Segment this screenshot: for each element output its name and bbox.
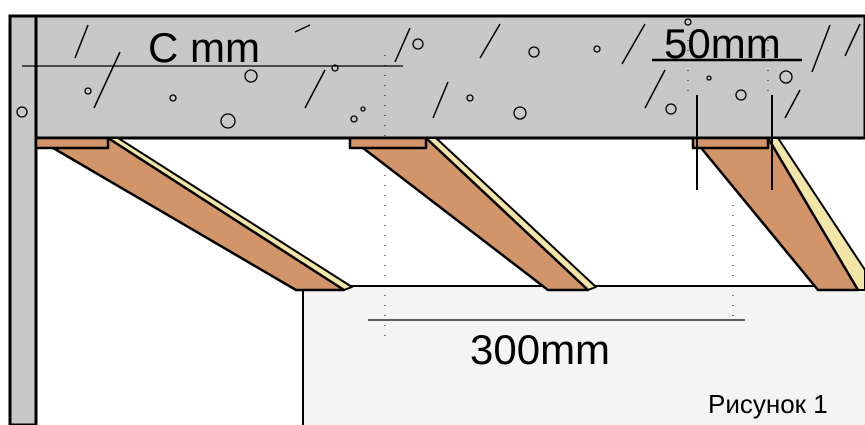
joist-2 xyxy=(348,136,597,292)
joist-3-face xyxy=(691,136,860,292)
joist-2-top xyxy=(348,136,428,150)
joist-2-face xyxy=(348,136,590,292)
joist-1-face xyxy=(34,136,346,292)
concrete-texture xyxy=(74,23,861,119)
concrete-slab xyxy=(8,14,865,140)
ceiling-panel xyxy=(302,285,865,425)
joist-3 xyxy=(691,136,865,292)
dotted-guides xyxy=(35,40,769,340)
left-wall xyxy=(8,14,38,425)
spacing-label-bottom: 300mm xyxy=(470,326,610,373)
width-label: 50mm xyxy=(664,20,781,67)
joist-1-top xyxy=(34,136,110,150)
concrete-pebbles xyxy=(16,18,793,129)
figure-caption: Рисунок 1 xyxy=(708,389,828,419)
spacing-label-top: C mm xyxy=(148,24,260,71)
joist-1 xyxy=(34,136,353,292)
joist-3-top xyxy=(691,136,770,150)
